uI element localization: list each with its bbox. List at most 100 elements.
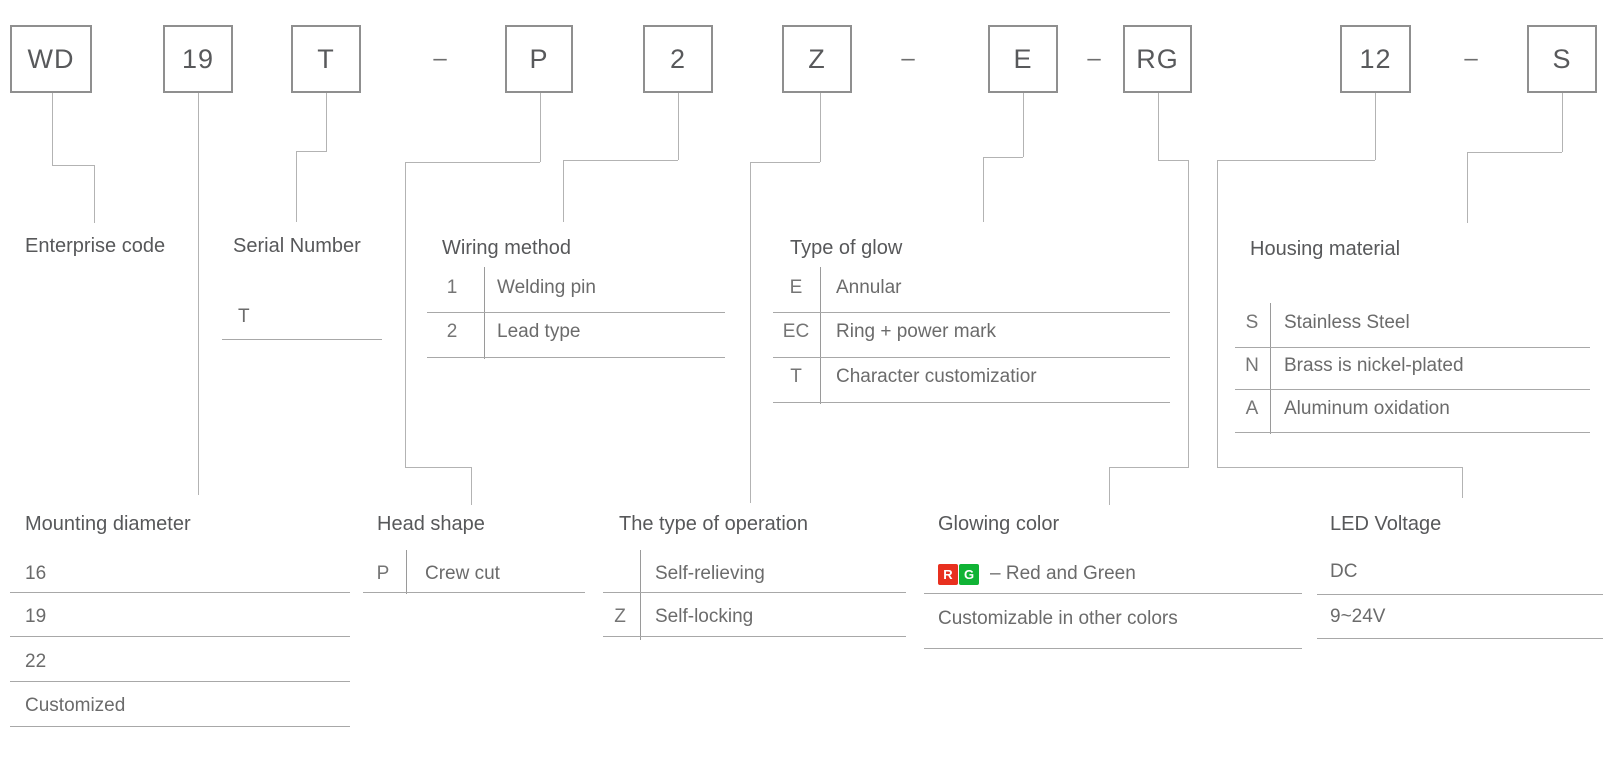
connector-line [1109,467,1188,468]
section-title-mounting-diameter: Mounting diameter [25,513,191,535]
divider-line [406,550,407,594]
row-value: Stainless Steel [1284,312,1410,333]
row-value: DC [1330,561,1358,582]
connector-line [563,160,678,161]
row-code: A [1245,398,1259,419]
row-code: T [790,366,802,387]
rule-line [1235,347,1590,348]
rule-line [603,592,906,593]
connector-line [1158,160,1188,161]
code-box-12: 12 [1340,25,1411,93]
row-value: Crew cut [425,563,500,584]
row-code: EC [782,321,810,342]
row-value: Ring + power mark [836,321,996,342]
row-value: Character customizatior [836,366,1037,387]
rule-line [773,357,1170,358]
divider-line [640,550,641,640]
row-value: Brass is nickel-plated [1284,355,1464,376]
connector-line [1188,160,1189,468]
connector-line [1109,467,1110,505]
red-color-badge: R [938,564,958,585]
row-value: 9~24V [1330,606,1386,627]
row-value: – Red and Green [990,563,1136,584]
green-color-badge: G [959,564,979,585]
code-box-z: Z [782,25,852,93]
rule-line [1317,638,1603,639]
rule-line [603,636,906,637]
code-box-2: 2 [643,25,713,93]
code-box-19: 19 [163,25,233,93]
code-separator: – [433,45,447,72]
code-box-rg: RG [1123,25,1192,93]
rule-line [1235,432,1590,433]
rule-line [1317,594,1603,595]
row-code: P [376,563,390,584]
row-value: Aluminum oxidation [1284,398,1450,419]
connector-line [198,93,199,495]
connector-line [1158,93,1159,160]
row-code: 1 [446,277,458,298]
code-separator: – [1464,45,1478,72]
rule-line [1235,389,1590,390]
connector-line [563,160,564,222]
row-code: E [789,277,803,298]
section-title-type-of-operation: The type of operation [619,513,809,535]
row-value: Customized [25,695,126,716]
rule-line [427,357,725,358]
connector-line [1462,467,1463,498]
row-code: N [1245,355,1259,376]
connector-line [52,93,53,165]
rule-line [773,402,1170,403]
connector-line [750,162,820,163]
section-title-head-shape: Head shape [377,513,485,535]
connector-line [1467,152,1562,153]
row-value: 19 [25,606,47,627]
connector-line [296,151,297,222]
code-box-s: S [1527,25,1597,93]
connector-line [405,467,471,468]
rule-line [427,312,725,313]
row-value: 22 [25,651,47,672]
section-title-wiring-method: Wiring method [442,237,571,259]
rule-line [222,339,382,340]
row-value: 16 [25,563,47,584]
row-value: Annular [836,277,902,298]
section-title-led-voltage: LED Voltage [1330,513,1442,535]
row-value: Self-locking [655,606,754,627]
connector-line [471,467,472,505]
connector-line [94,165,95,223]
row-value: Welding pin [497,277,596,298]
rule-line [10,726,350,727]
section-title-housing-material: Housing material [1250,238,1401,260]
connector-line [326,93,327,151]
rule-line [773,312,1170,313]
connector-line [678,93,679,160]
rule-line [10,592,350,593]
section-title-enterprise-code: Enterprise code [25,235,166,257]
connector-line [1217,160,1375,161]
connector-line [1467,152,1468,223]
connector-line [1217,467,1462,468]
connector-line [820,93,821,162]
connector-line [983,157,1023,158]
connector-line [405,162,540,163]
code-separator: – [901,45,915,72]
rule-line [924,593,1302,594]
connector-line [983,157,984,222]
code-box-p: P [505,25,573,93]
code-box-wd: WD [10,25,92,93]
divider-line [820,267,821,404]
connector-line [1375,93,1376,160]
section-title-glowing-color: Glowing color [938,513,1060,535]
connector-line [540,93,541,162]
row-code: Z [614,606,626,627]
connector-line [52,165,95,166]
divider-line [1270,303,1271,434]
row-value: Self-relieving [655,563,765,584]
code-box-t: T [291,25,361,93]
row-code: S [1245,312,1259,333]
rule-line [10,636,350,637]
connector-line [750,162,751,503]
rule-line [10,681,350,682]
